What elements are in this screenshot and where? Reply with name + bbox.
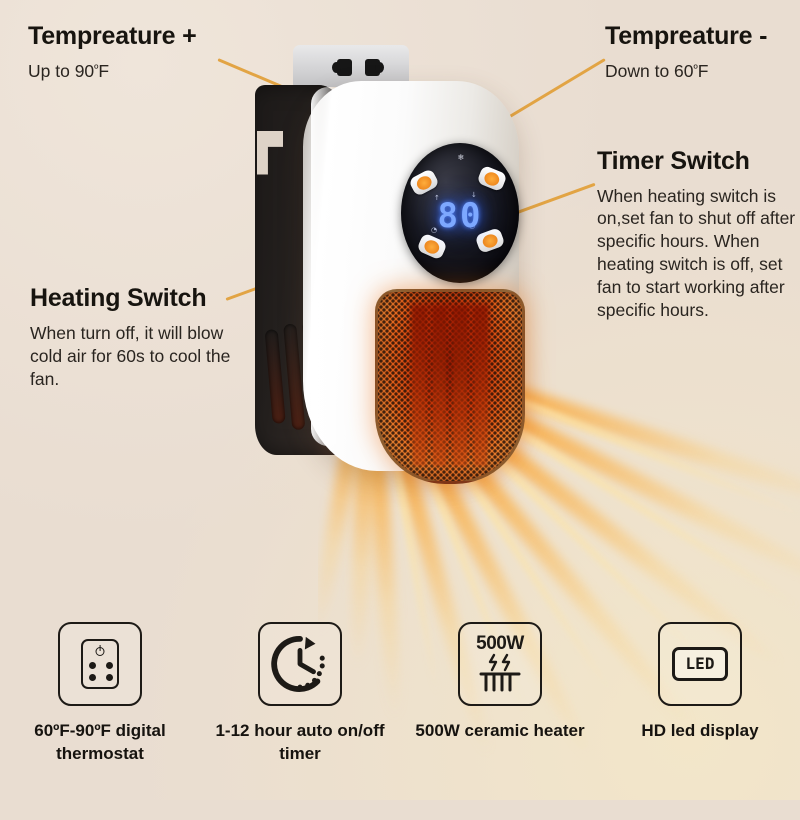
callout-temperature-minus: Tempreature - Down to 60ºF bbox=[605, 22, 768, 83]
callout-timer-switch: Timer Switch When heating switch is on,s… bbox=[597, 147, 797, 322]
callout-body: Up to 90ºF bbox=[28, 60, 197, 83]
led-display-icon: LED bbox=[658, 622, 742, 706]
timer-left-icon: ◔ bbox=[431, 226, 438, 234]
callout-title: Tempreature - bbox=[605, 22, 768, 50]
power-icon bbox=[95, 647, 105, 656]
callout-body: When turn off, it will blow cold air for… bbox=[30, 322, 231, 390]
feature-label: 60ºF-90ºF digital thermostat bbox=[34, 721, 166, 764]
plug-prong-icon bbox=[365, 59, 384, 76]
degree-symbol: º bbox=[693, 62, 698, 75]
heater-device: ❄ ↑ ↓ ◔ ◔ 80 bbox=[255, 45, 565, 484]
heater-grille bbox=[375, 289, 525, 484]
feature-label: HD led display bbox=[641, 721, 759, 740]
control-panel[interactable]: ❄ ↑ ↓ ◔ ◔ 80 bbox=[401, 143, 519, 283]
temp-up-label: ↑ bbox=[434, 194, 440, 202]
clock-icon bbox=[271, 635, 325, 693]
led-display: 80 bbox=[437, 195, 483, 236]
heating-switch-button[interactable] bbox=[416, 232, 448, 261]
wall-plug bbox=[293, 45, 409, 87]
fan-icon: ❄ bbox=[457, 153, 465, 162]
heat-coil-icon bbox=[479, 653, 521, 692]
callout-heating-switch: Heating Switch When turn off, it will bl… bbox=[30, 284, 250, 391]
callout-body: Down to 60ºF bbox=[605, 60, 767, 83]
degree-symbol: º bbox=[94, 62, 99, 75]
feature-item: 60ºF-90ºF digital thermostat bbox=[0, 622, 200, 800]
callout-body-text: Up to 90 bbox=[28, 60, 95, 81]
callout-title: Tempreature + bbox=[28, 22, 197, 50]
wattage-text: 500W bbox=[476, 633, 524, 654]
heater-front-body: ❄ ↑ ↓ ◔ ◔ 80 bbox=[303, 81, 525, 484]
callout-body-text: Down to 60 bbox=[605, 60, 694, 81]
feature-item: 1-12 hour auto on/off timer bbox=[200, 622, 400, 800]
plug-prong-icon bbox=[332, 59, 352, 76]
callout-temperature-plus: Tempreature + Up to 90ºF bbox=[28, 22, 197, 83]
feature-item: 500W 500W ceramic heater bbox=[400, 622, 600, 800]
feature-label: 1-12 hour auto on/off timer bbox=[215, 721, 385, 764]
clock-timer-icon bbox=[258, 622, 342, 706]
infographic-stage: ❄ ↑ ↓ ◔ ◔ 80 Tempreature + Up to 90ºF bbox=[0, 0, 800, 800]
temperature-minus-button[interactable] bbox=[476, 164, 508, 193]
feature-item: LED HD led display bbox=[600, 622, 800, 800]
callout-title: Heating Switch bbox=[30, 284, 207, 312]
led-icon-text: LED bbox=[685, 654, 715, 673]
500w-heater-icon: 500W bbox=[458, 622, 542, 706]
temperature-plus-button[interactable] bbox=[408, 168, 440, 197]
heating-element bbox=[412, 307, 488, 466]
callout-body-suffix: F bbox=[697, 60, 709, 81]
feature-row: 60ºF-90ºF digital thermostat 1-12 hour a… bbox=[0, 622, 800, 800]
callout-body: When heating switch is on,set fan to shu… bbox=[597, 185, 796, 321]
temp-down-label: ↓ bbox=[471, 191, 477, 199]
thermostat-remote-icon bbox=[58, 622, 142, 706]
callout-body-suffix: F bbox=[98, 60, 110, 81]
feature-label: 500W ceramic heater bbox=[415, 721, 585, 740]
callout-title: Timer Switch bbox=[597, 147, 750, 175]
timer-right-icon: ◔ bbox=[469, 222, 476, 230]
